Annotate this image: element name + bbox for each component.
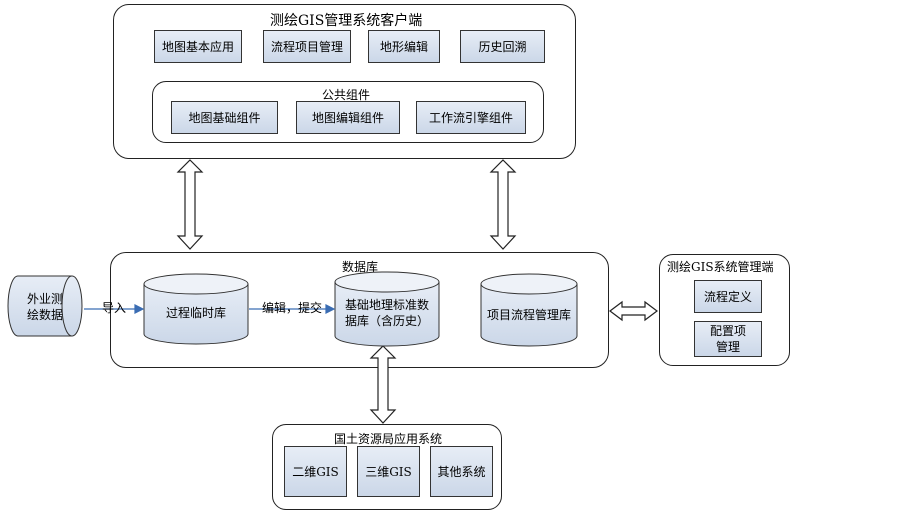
client-title: 测绘GIS管理系统客户端 bbox=[270, 13, 423, 29]
module-history: 历史回溯 bbox=[460, 30, 545, 63]
component-workflow: 工作流引擎组件 bbox=[416, 101, 526, 134]
admin-flow-definition: 流程定义 bbox=[694, 280, 762, 313]
temp-db-cylinder bbox=[143, 273, 249, 345]
edit-submit-arrow bbox=[249, 304, 336, 314]
base-db-label: 基础地理标准数据库（含历史） bbox=[344, 298, 429, 328]
double-arrow-left bbox=[176, 159, 204, 250]
double-arrow-right bbox=[489, 159, 517, 250]
project-db-cylinder bbox=[480, 273, 578, 347]
double-arrow-horizontal bbox=[609, 300, 658, 322]
bureau-2d-gis: 二维GIS bbox=[284, 446, 347, 497]
admin-title: 测绘GIS系统管理端 bbox=[667, 260, 774, 274]
temp-db-label: 过程临时库 bbox=[165, 306, 226, 320]
admin-config-management: 配置项管理 bbox=[694, 321, 762, 357]
database-title: 数据库 bbox=[342, 260, 379, 274]
bureau-other-systems: 其他系统 bbox=[430, 446, 493, 497]
bureau-3d-gis: 三维GIS bbox=[357, 446, 420, 497]
module-map-basic: 地图基本应用 bbox=[154, 30, 242, 63]
bureau-title: 国土资源局应用系统 bbox=[334, 432, 443, 446]
external-data-label: 外业测绘数据 bbox=[26, 292, 63, 322]
edit-submit-label: 编辑，提交 bbox=[262, 301, 323, 315]
import-arrow bbox=[84, 304, 145, 314]
base-db-cylinder bbox=[334, 271, 440, 347]
import-label: 导入 bbox=[102, 301, 127, 315]
module-terrain-edit: 地形编辑 bbox=[368, 30, 440, 63]
double-arrow-bottom bbox=[369, 345, 397, 424]
component-map-base: 地图基础组件 bbox=[171, 101, 278, 134]
project-db-label: 项目流程管理库 bbox=[486, 308, 571, 322]
common-components-title: 公共组件 bbox=[322, 88, 371, 102]
external-data-cylinder bbox=[7, 275, 83, 337]
module-flow-project: 流程项目管理 bbox=[263, 30, 351, 63]
component-map-edit: 地图编辑组件 bbox=[296, 101, 400, 134]
